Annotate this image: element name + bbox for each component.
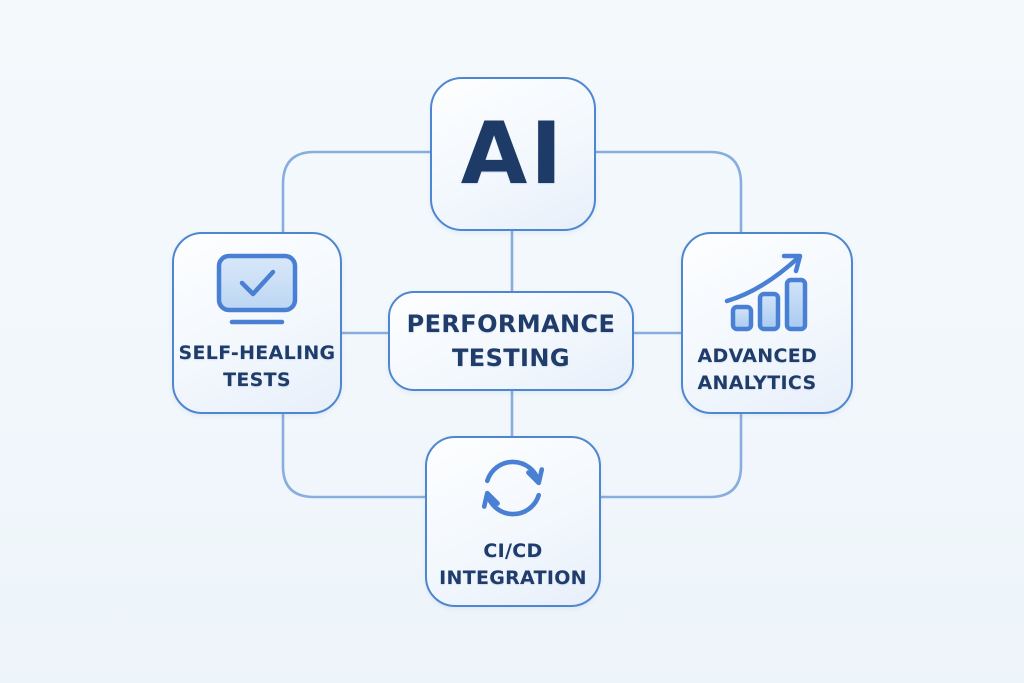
- cicd-label-line1: CI/CD: [483, 539, 543, 562]
- growth-arrow-curve: [724, 254, 802, 303]
- sync-bottom-arc: [484, 491, 542, 516]
- connector-ai-to-analytics: [593, 150, 743, 234]
- sync-bottom-arrow-head: [481, 490, 500, 509]
- node-cicd-integration: CI/CD INTEGRATION: [425, 436, 601, 607]
- connector-analytics-to-cicd: [599, 412, 743, 499]
- growth-arrow-head: [781, 253, 803, 273]
- performance-label-line2: TESTING: [452, 344, 570, 372]
- bar-small: [730, 304, 754, 331]
- sync-arrows-icon: [477, 452, 549, 524]
- node-performance-testing-label: PERFORMANCE TESTING: [407, 307, 616, 375]
- monitor-check-icon: [216, 253, 298, 327]
- node-cicd-label: CI/CD INTEGRATION: [439, 538, 587, 592]
- node-analytics-label: ADVANCED ANALYTICS: [669, 343, 866, 397]
- monitor-check-icon-svg: [216, 253, 298, 324]
- cicd-label-line2: INTEGRATION: [439, 566, 587, 589]
- bar-chart-growth-icon-svg: [724, 253, 808, 331]
- node-self-healing-tests: SELF-HEALING TESTS: [172, 232, 342, 414]
- bar-chart-growth-icon: [724, 250, 810, 332]
- monitor-screen: [216, 253, 298, 312]
- self-healing-label-line1: SELF-HEALING: [178, 341, 336, 364]
- node-performance-testing: PERFORMANCE TESTING: [388, 291, 634, 391]
- self-healing-label-line2: TESTS: [223, 368, 291, 391]
- checkmark: [239, 269, 276, 296]
- bar-tall: [784, 277, 808, 331]
- node-ai-label: AI: [460, 104, 566, 204]
- sync-top-arc: [484, 459, 542, 484]
- performance-label-line1: PERFORMANCE: [406, 309, 616, 338]
- sync-arrows-icon-svg: [481, 459, 545, 516]
- sync-top-arrow-head: [526, 466, 545, 485]
- node-ai: AI: [430, 77, 596, 231]
- node-advanced-analytics: ADVANCED ANALYTICS: [681, 232, 853, 414]
- analytics-label-line2: ANALYTICS: [697, 371, 817, 394]
- node-self-healing-label: SELF-HEALING TESTS: [179, 340, 336, 394]
- analytics-label-line1: ADVANCED: [697, 344, 818, 367]
- connector-self-healing-to-cicd: [281, 412, 427, 499]
- bar-medium: [757, 291, 781, 331]
- connector-ai-to-self-healing: [281, 150, 433, 234]
